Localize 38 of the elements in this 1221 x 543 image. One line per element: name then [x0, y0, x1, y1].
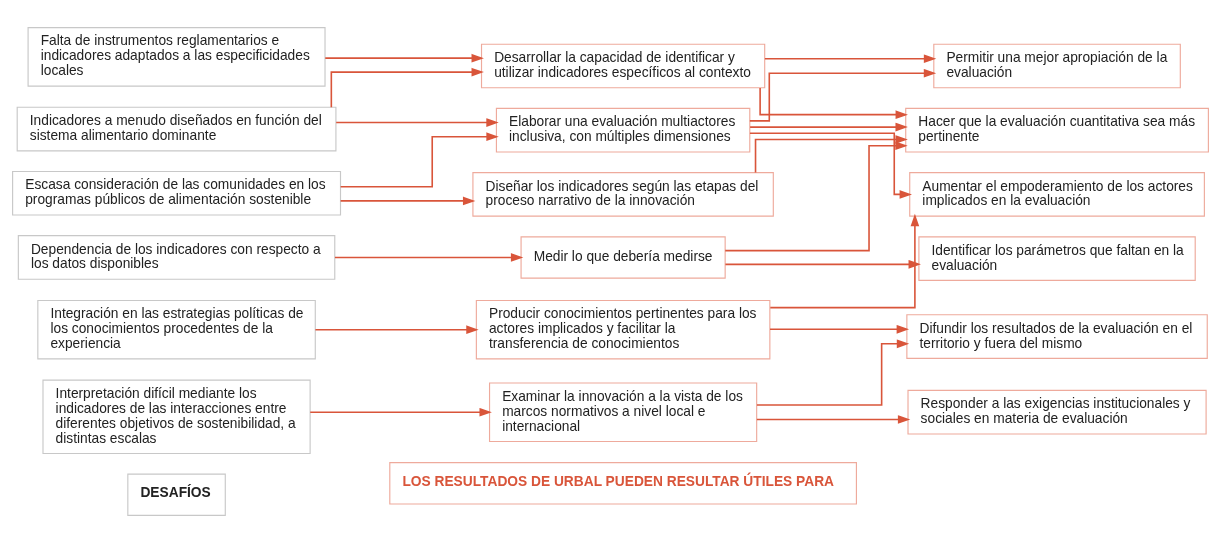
- arrow: [324, 53, 484, 63]
- node-box: Examinar la innovación a la vista de los marcos normativos a nivel local e internacional: [488, 382, 758, 443]
- arrow: [754, 135, 908, 174]
- arrow: [759, 87, 908, 119]
- arrow: [724, 141, 908, 252]
- arrow: [749, 68, 937, 122]
- arrow: [330, 67, 484, 108]
- node-box: Medir lo que debería medirse: [520, 236, 726, 279]
- node-box: Producir conocimientos pertinentes para los actores implicados y facilitar la transferencia de conocimientos: [475, 299, 771, 360]
- node-box: Aumentar el empoderamiento de los actores implicados en la evaluación: [909, 172, 1205, 217]
- arrow: [769, 324, 910, 334]
- node-box: LOS RESULTADOS DE URBAL PUEDEN RESULTAR ÚTILES PARA: [389, 462, 857, 505]
- node-box: Identificar los parámetros que faltan en la evaluación: [918, 236, 1196, 281]
- arrow: [756, 339, 910, 406]
- arrow: [335, 118, 499, 127]
- node-box: Elaborar una evaluación multiactores inclusiva, con múltiples dimensiones: [495, 107, 751, 153]
- node-box: Desarrollar la capacidad de identificar y utilizar indicadores específicos al contexto: [480, 43, 766, 89]
- node-box: DESAFÍOS: [127, 473, 226, 516]
- arrow: [749, 132, 912, 199]
- node-box: Responder a las exigencias institucionales y sociales en materia de evaluación: [907, 389, 1207, 435]
- node-box: Integración en las estrategias políticas de los conocimientos procedentes de la experiencia: [37, 299, 316, 360]
- node-box: Falta de instrumentos reglamentarios e indicadores adaptados a las especificidades locales: [27, 27, 326, 87]
- node-box: Dependencia de los indicadores con respecto a los datos disponibles: [17, 235, 336, 280]
- node-box: Escasa consideración de las comunidades en los programas públicos de alimentación sostenible: [12, 170, 342, 216]
- arrow: [334, 253, 524, 262]
- node-box: Hacer que la evaluación cuantitativa sea más pertinente: [905, 107, 1209, 153]
- node-box: Permitir una mejor apropiación de la evaluación: [933, 43, 1181, 89]
- arrow: [309, 407, 492, 417]
- arrow: [339, 132, 499, 188]
- node-box: Diseñar los indicadores según las etapas del proceso narrativo de la innovación: [472, 172, 774, 217]
- arrow: [314, 325, 479, 335]
- arrow: [756, 415, 911, 424]
- arrow: [749, 122, 908, 132]
- arrow: [339, 196, 476, 206]
- node-box: Difundir los resultados de la evaluación en el territorio y fuera del mismo: [906, 314, 1208, 359]
- node-box: Interpretación difícil mediante los indicadores de las interacciones entre diferentes objetivos de sostenibilidad, a distintas escalas: [42, 379, 311, 455]
- arrow: [764, 54, 937, 64]
- node-box: Indicadores a menudo diseñados en función del sistema alimentario dominante: [16, 106, 337, 152]
